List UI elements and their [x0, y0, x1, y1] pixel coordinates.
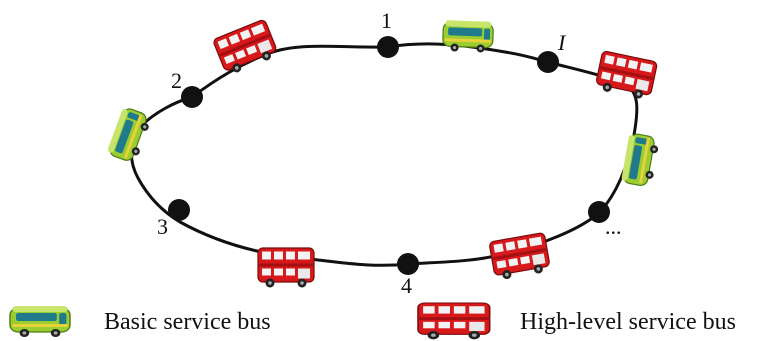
stop-i-marker	[537, 51, 559, 73]
stop-i-label: I	[557, 30, 567, 55]
high-level-bus-1	[211, 18, 280, 78]
stop-3-label: 3	[157, 214, 168, 239]
stop-2-marker	[181, 86, 203, 108]
legend-high-label: High-level service bus	[520, 309, 736, 335]
legend-high-icon	[417, 302, 491, 341]
stop-1-label: 1	[381, 8, 392, 33]
legend-basic-label: Basic service bus	[104, 309, 271, 335]
stop-4-marker	[397, 253, 419, 275]
stop-ellipsis-marker	[588, 201, 610, 223]
basic-bus-2	[620, 132, 661, 188]
legend-basic-icon	[9, 305, 71, 338]
high-level-bus-4	[257, 247, 315, 289]
route-loop	[130, 42, 639, 267]
stop-3-marker	[168, 199, 190, 221]
stop-4-label: 4	[401, 273, 412, 298]
stop-1-marker	[377, 36, 399, 58]
stop-ellipsis-label: ...	[605, 214, 622, 239]
stop-2-label: 2	[171, 68, 182, 93]
high-level-bus-2	[593, 50, 659, 102]
basic-bus-3	[105, 105, 154, 165]
high-level-bus-3	[488, 231, 552, 282]
